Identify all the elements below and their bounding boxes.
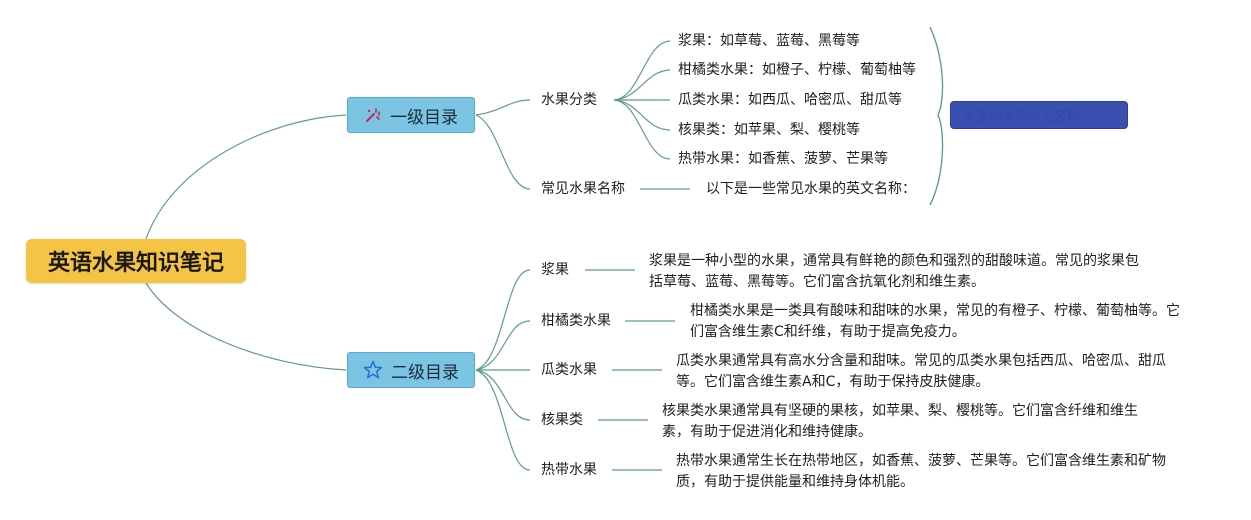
edge-l1a-category xyxy=(475,99,531,116)
level1-node-first[interactable]: 一级目录 xyxy=(347,97,475,133)
common-names-node[interactable]: 常见水果名称 xyxy=(541,181,625,197)
detail-text-melons[interactable]: 瓜类水果通常具有高水分含量和甜味。常见的瓜类水果包括西瓜、哈密瓜、甜瓜等。它们富… xyxy=(676,353,1166,390)
edge-l1b-3 xyxy=(475,369,531,421)
edge-cat-0 xyxy=(613,40,671,101)
edge-root-level1-a xyxy=(145,114,347,240)
edge-l1b-4 xyxy=(475,369,531,471)
category-item-pomes[interactable]: 核果类：如苹果、梨、樱桃等 xyxy=(678,122,860,138)
detail-topic-pomes[interactable]: 核果类 xyxy=(541,412,583,428)
category-item-citrus[interactable]: 柑橘类水果：如橙子、柠檬、葡萄柚等 xyxy=(678,62,916,78)
category-node[interactable]: 水果分类 xyxy=(541,92,597,108)
detail-topic-melons[interactable]: 瓜类水果 xyxy=(541,362,597,378)
detail-topic-citrus[interactable]: 柑橘类水果 xyxy=(541,313,611,329)
level1-label-second: 二级目录 xyxy=(391,362,459,383)
edge-cat-1 xyxy=(613,69,671,101)
detail-text-berries[interactable]: 浆果是一种小型的水果，通常具有鲜艳的颜色和强烈的甜酸味道。常见的浆果包括草莓、蓝… xyxy=(649,253,1139,290)
edge-l1b-0 xyxy=(475,269,531,371)
edge-cat-4 xyxy=(613,99,671,160)
edge-root-level1-b xyxy=(145,282,347,371)
summary-node[interactable]: 水果种类和常见名称 xyxy=(950,101,1128,129)
common-names-detail[interactable]: 以下是一些常见水果的英文名称： xyxy=(706,181,916,197)
star-outline-icon xyxy=(363,360,383,380)
category-item-tropical[interactable]: 热带水果：如香蕉、菠萝、芒果等 xyxy=(678,151,888,167)
detail-text-tropical[interactable]: 热带水果通常生长在热带地区，如香蕉、菠萝、芒果等。它们富含维生素和矿物质，有助于… xyxy=(676,453,1166,490)
category-item-melons[interactable]: 瓜类水果：如西瓜、哈密瓜、甜瓜等 xyxy=(678,92,902,108)
edge-l1a-names xyxy=(475,114,531,190)
root-title: 英语水果知识笔记 xyxy=(47,251,224,276)
detail-text-pomes[interactable]: 核果类水果通常具有坚硬的果核，如苹果、梨、樱桃等。它们富含纤维和维生素，有助于促… xyxy=(662,403,1138,440)
detail-topic-tropical[interactable]: 热带水果 xyxy=(541,462,597,478)
category-item-berries[interactable]: 浆果：如草莓、蓝莓、黑莓等 xyxy=(678,33,860,49)
magic-wand-icon xyxy=(364,106,382,124)
root-node[interactable]: 英语水果知识笔记 xyxy=(26,239,246,283)
detail-text-citrus[interactable]: 柑橘类水果是一类具有酸味和甜味的水果，常见的有橙子、柠檬、葡萄柚等。它们富含维生… xyxy=(690,303,1180,340)
summary-label: 水果种类和常见名称 xyxy=(963,109,1081,125)
summary-brace xyxy=(929,26,944,206)
level1-label-first: 一级目录 xyxy=(390,107,458,128)
edge-cat-3 xyxy=(613,99,671,131)
detail-topic-berries[interactable]: 浆果 xyxy=(541,262,569,278)
level1-node-second[interactable]: 二级目录 xyxy=(347,352,475,388)
edge-l1b-1 xyxy=(475,320,531,371)
